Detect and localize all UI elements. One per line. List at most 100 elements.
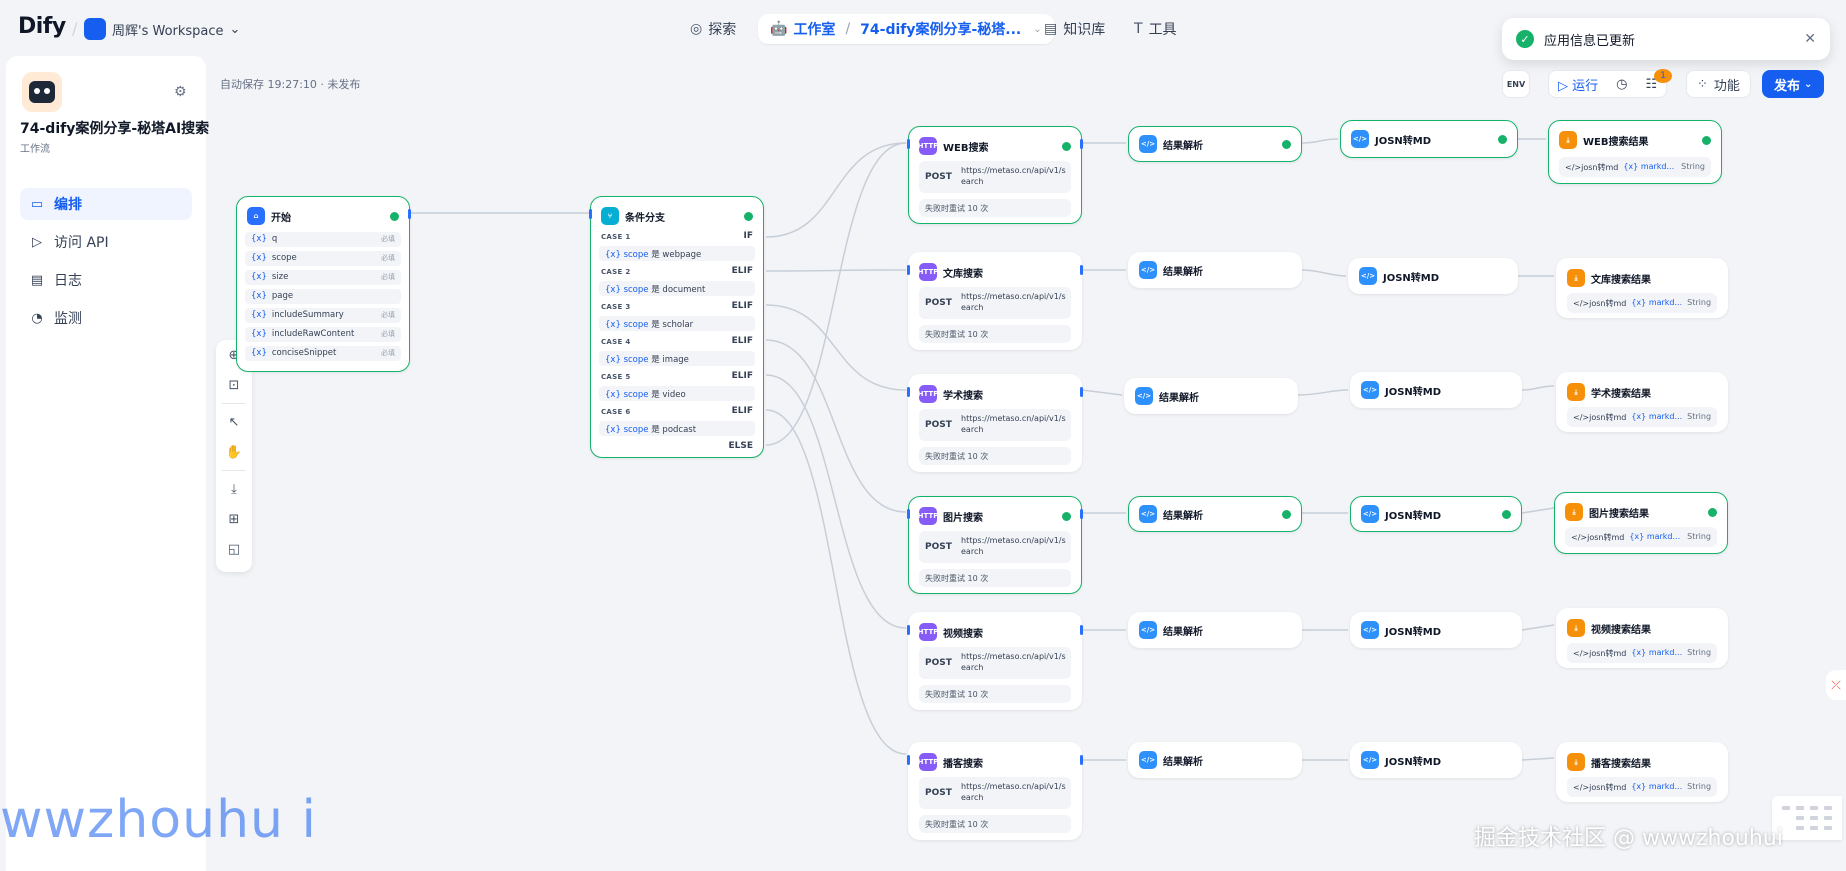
node-title: 学术搜索结果 — [1591, 388, 1651, 400]
nav-studio[interactable]: 🤖 工作室 / 74-dify案例分享-秘塔... ⌄ — [758, 14, 1054, 44]
ifelse-node[interactable]: ⑂ 条件分支 CASE 1 IF {x} scope 是 webpage CAS… — [589, 196, 764, 458]
end-node-image[interactable]: ⤓图片搜索结果 </>josn转md{x} markd...String — [1554, 492, 1728, 554]
output-handle[interactable] — [1080, 139, 1083, 149]
add-note-icon[interactable]: ⊡ — [228, 377, 240, 393]
terminal-icon: ▷ — [32, 234, 42, 250]
home-icon: ⌂ — [247, 207, 265, 225]
code-node-parse[interactable]: </>结果解析 — [1128, 742, 1302, 778]
debug-panel-toggle-icon[interactable]: ⤫ — [1826, 670, 1846, 700]
nav-app-name[interactable]: 74-dify案例分享-秘塔... — [860, 22, 1022, 38]
output-handle[interactable] — [1080, 509, 1083, 519]
pointer-icon[interactable]: ↖ — [228, 414, 240, 430]
success-icon — [1708, 508, 1717, 517]
sidebar-item-api[interactable]: ▷ 访问 API — [20, 226, 192, 258]
retry-info: 失败时重试 10 次 — [919, 325, 1071, 343]
end-node-web[interactable]: ⤓WEB搜索结果 </>josn转md{x} markd...String — [1548, 120, 1722, 184]
node-title: 播客搜索结果 — [1591, 758, 1651, 770]
output-handle[interactable] — [1080, 755, 1083, 765]
output-handle[interactable] — [1080, 387, 1083, 397]
workspace-switcher[interactable]: 周辉's Workspace ⌄ — [84, 18, 240, 40]
history-icon[interactable]: ◷ — [1616, 76, 1628, 92]
code-node-json-to-md[interactable]: </>JOSN转MD — [1350, 372, 1522, 408]
output-handle[interactable] — [1080, 625, 1083, 635]
http-icon: HTTP — [918, 385, 938, 403]
code-node-parse[interactable]: </>结果解析 — [1128, 252, 1302, 288]
nav-explore[interactable]: ◎ 探索 — [690, 14, 736, 44]
input-handle[interactable] — [907, 387, 910, 397]
end-node-video[interactable]: ⤓视频搜索结果 </>josn转md{x} markd...String — [1556, 608, 1728, 668]
output-var-row: </>josn转md{x} markd...String — [1567, 293, 1717, 313]
watermark-left: wwzhouhu i — [0, 790, 317, 850]
code-node-json-to-md[interactable]: </>JOSN转MD — [1350, 612, 1522, 648]
case-keyword: ELIF — [731, 406, 753, 416]
sliders-icon[interactable]: ⚙ — [174, 84, 187, 100]
run-button[interactable]: ▷ 运行 — [1558, 78, 1599, 94]
end-node-library[interactable]: ⤓文库搜索结果 </>josn转md{x} markd...String — [1556, 258, 1728, 318]
publish-button[interactable]: 发布 ⌄ — [1762, 70, 1825, 98]
canvas-toolbar: ENV — [1502, 70, 1530, 98]
end-node-scholar[interactable]: ⤓学术搜索结果 </>josn转md{x} markd...String — [1556, 372, 1728, 432]
code-node-json-to-md[interactable]: </>JOSN转MD — [1350, 496, 1522, 532]
minimap-node — [1796, 816, 1804, 820]
publish-label: 发布 — [1774, 78, 1801, 94]
success-icon — [1498, 135, 1507, 144]
code-node-parse[interactable]: </>结果解析 — [1128, 496, 1302, 532]
input-handle[interactable] — [907, 625, 910, 635]
input-handle[interactable] — [589, 209, 592, 219]
node-title: 结果解析 — [1159, 392, 1199, 404]
node-title: JOSN转MD — [1375, 135, 1432, 147]
node-header: ⤓文库搜索结果 — [1567, 269, 1651, 287]
code-node-parse[interactable]: </>结果解析 — [1124, 378, 1298, 414]
code-node-json-to-md[interactable]: </>JOSN转MD — [1340, 120, 1518, 158]
success-icon — [1282, 140, 1291, 149]
code-node-parse[interactable]: </>结果解析 — [1128, 126, 1302, 162]
nav-tools[interactable]: T 工具 — [1134, 14, 1177, 44]
code-node-json-to-md[interactable]: </>JOSN转MD — [1348, 258, 1518, 294]
watermark-right: 掘金技术社区 @ wwwzhouhui — [1474, 826, 1783, 851]
organize-icon[interactable]: ⊞ — [228, 511, 240, 527]
sidebar-item-orchestrate[interactable]: ▭ 编排 — [20, 188, 192, 220]
book-icon: ▤ — [1044, 21, 1058, 37]
add-node-icon[interactable]: ⊕ — [228, 347, 240, 363]
success-icon — [1062, 142, 1071, 151]
minimap[interactable] — [1772, 796, 1842, 840]
minimap-node — [1796, 826, 1804, 830]
code-node-json-to-md[interactable]: </>JOSN转MD — [1350, 742, 1522, 778]
env-button[interactable]: ENV — [1502, 70, 1530, 98]
sidebar-item-monitor[interactable]: ◔ 监测 — [20, 302, 192, 334]
case-condition: {x} scope 是 image — [599, 351, 755, 366]
input-handle[interactable] — [907, 755, 910, 765]
hand-icon[interactable]: ✋ — [225, 444, 243, 460]
checklist-icon[interactable]: ☷1 — [1637, 68, 1673, 92]
hammer-icon: T — [1134, 21, 1143, 37]
end-node-podcast[interactable]: ⤓播客搜索结果 </>josn转md{x} markd...String — [1556, 742, 1728, 802]
nav-knowledge[interactable]: ▤ 知识库 — [1044, 14, 1105, 44]
close-icon[interactable]: ✕ — [1804, 31, 1816, 47]
dify-logo[interactable]: Dify — [18, 14, 66, 39]
case-condition: {x} scope 是 video — [599, 386, 755, 401]
chevron-down-icon[interactable]: ⌄ — [1033, 23, 1042, 35]
node-header: ⤓图片搜索结果 — [1565, 503, 1649, 521]
input-handle[interactable] — [907, 509, 910, 519]
features-button[interactable]: ⁘ 功能 — [1686, 70, 1751, 98]
sidebar-item-logs[interactable]: ▤ 日志 — [20, 264, 192, 296]
output-handle[interactable] — [1080, 265, 1083, 275]
input-handle[interactable] — [907, 265, 910, 275]
app-type: 工作流 — [20, 144, 50, 155]
code-node-parse[interactable]: </>结果解析 — [1128, 612, 1302, 648]
node-header: ⤓学术搜索结果 — [1567, 383, 1651, 401]
minimap-toggle-icon[interactable]: ◱ — [227, 541, 241, 557]
input-handle[interactable] — [907, 139, 910, 149]
node-header: </>JOSN转MD — [1359, 267, 1439, 285]
output-handle[interactable] — [408, 209, 411, 219]
case-keyword: ELIF — [731, 336, 753, 346]
export-image-icon[interactable]: ⤓ — [231, 481, 237, 497]
